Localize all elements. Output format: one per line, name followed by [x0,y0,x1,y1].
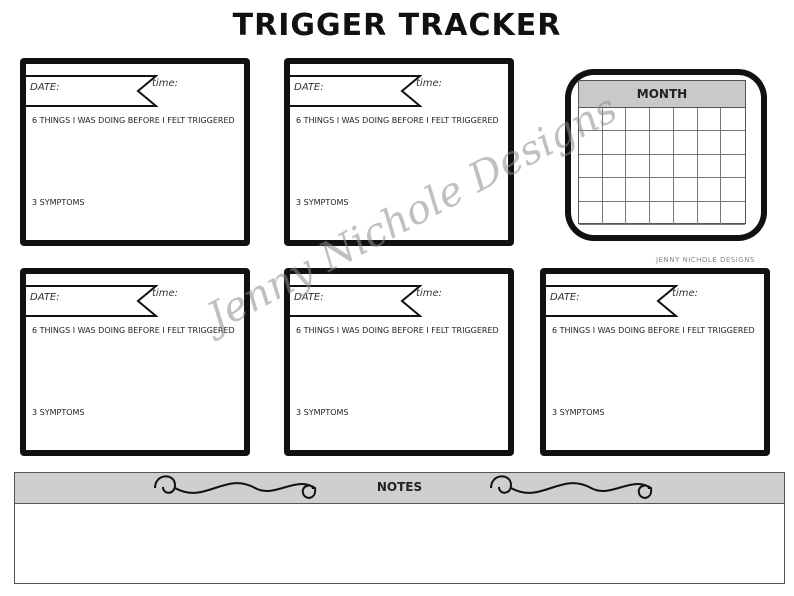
calendar-cell[interactable] [602,131,627,155]
calendar-cell[interactable] [697,108,722,132]
notes-header: NOTES [15,473,784,504]
prompt-symptoms: 3 SYMPTOMS [296,198,349,207]
calendar-cell[interactable] [650,154,674,179]
calendar-cell[interactable] [697,201,722,225]
calendar-cell[interactable] [673,154,698,179]
calendar-cell[interactable] [721,155,745,179]
date-label: DATE: [30,292,60,303]
calendar-cell[interactable] [673,131,698,155]
trigger-card: DATE: time: 6 THINGS I WAS DOING BEFORE … [284,268,514,456]
calendar-cell[interactable] [673,178,698,202]
prompt-symptoms: 3 SYMPTOMS [32,198,85,207]
calendar-cell[interactable] [579,154,603,179]
prompt-symptoms: 3 SYMPTOMS [296,408,349,417]
calendar-cell[interactable] [602,108,627,132]
trigger-card: DATE: time: 6 THINGS I WAS DOING BEFORE … [20,58,250,246]
time-label: time: [416,288,442,299]
notes-section: NOTES [14,472,785,584]
calendar-cell[interactable] [602,178,627,202]
date-label: DATE: [294,292,324,303]
prompt-doing: 6 THINGS I WAS DOING BEFORE I FELT TRIGG… [296,116,499,125]
calendar-cell[interactable] [579,108,603,132]
notes-area[interactable] [15,504,784,584]
calendar-cell[interactable] [697,131,722,155]
scroll-flourish-icon [490,475,653,499]
scroll-flourish-icon [154,475,317,499]
prompt-doing: 6 THINGS I WAS DOING BEFORE I FELT TRIGG… [32,326,235,335]
date-banner [26,284,158,317]
time-label: time: [152,288,178,299]
calendar-cell[interactable] [721,108,745,132]
calendar-cell[interactable] [602,154,627,179]
time-label: time: [672,288,698,299]
prompt-symptoms: 3 SYMPTOMS [32,408,85,417]
date-label: DATE: [294,82,324,93]
calendar-cell[interactable] [602,201,627,225]
month-calendar: MONTH [578,80,746,225]
prompt-doing: 6 THINGS I WAS DOING BEFORE I FELT TRIGG… [296,326,499,335]
date-label: DATE: [550,292,580,303]
calendar-cells [579,108,745,225]
date-banner [290,74,422,107]
month-label: MONTH [579,81,745,108]
calendar-cell[interactable] [650,178,674,202]
calendar-cell[interactable] [650,131,674,155]
calendar-cell[interactable] [673,201,698,225]
calendar-cell[interactable] [626,201,651,225]
prompt-doing: 6 THINGS I WAS DOING BEFORE I FELT TRIGG… [552,326,755,335]
page-title: TRIGGER TRACKER [232,8,562,43]
time-label: time: [416,78,442,89]
date-banner [546,284,678,317]
calendar-cell[interactable] [697,154,722,179]
trigger-card: DATE: time: 6 THINGS I WAS DOING BEFORE … [20,268,250,456]
calendar-cell[interactable] [721,131,745,155]
calendar-cell[interactable] [650,201,674,225]
trigger-card: DATE: time: 6 THINGS I WAS DOING BEFORE … [540,268,770,456]
calendar-cell[interactable] [721,178,745,202]
calendar-cell[interactable] [721,202,745,225]
prompt-doing: 6 THINGS I WAS DOING BEFORE I FELT TRIGG… [32,116,235,125]
calendar-cell[interactable] [673,108,698,132]
calendar-cell[interactable] [626,154,651,179]
date-banner [26,74,158,107]
calendar-cell[interactable] [579,201,603,225]
trigger-card: DATE: time: 6 THINGS I WAS DOING BEFORE … [284,58,514,246]
time-label: time: [152,78,178,89]
designer-credit: JENNY NICHOLE DESIGNS [656,256,755,264]
calendar-cell[interactable] [626,108,651,132]
notes-title: NOTES [376,480,423,494]
calendar-cell[interactable] [579,178,603,202]
calendar-cell[interactable] [697,178,722,202]
calendar-cell[interactable] [579,131,603,155]
date-label: DATE: [30,82,60,93]
calendar-cell[interactable] [650,108,674,132]
date-banner [290,284,422,317]
calendar-cell[interactable] [626,131,651,155]
prompt-symptoms: 3 SYMPTOMS [552,408,605,417]
calendar-cell[interactable] [626,178,651,202]
